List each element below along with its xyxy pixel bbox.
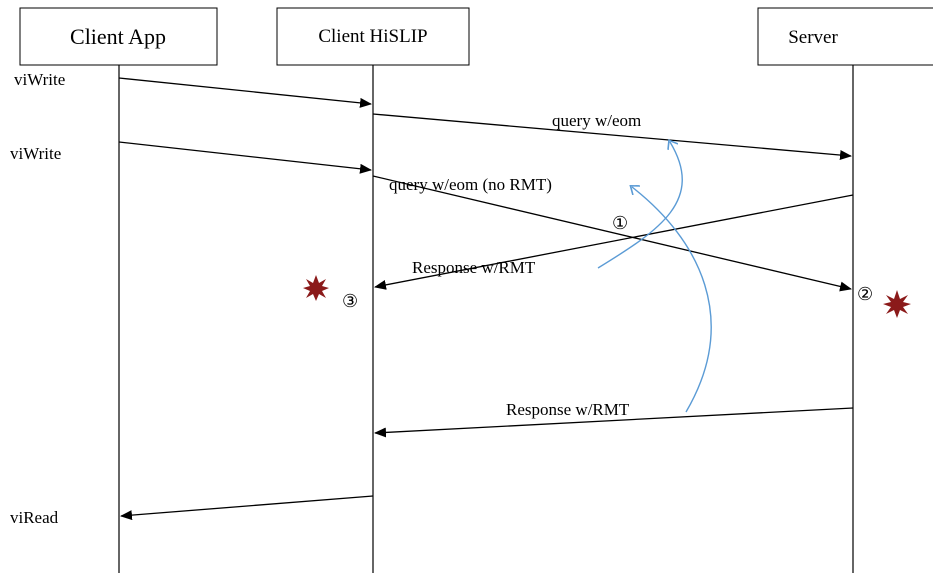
server-label: Server [788, 27, 838, 48]
arrow-viread [120, 495, 374, 521]
marker-2: ② [857, 284, 873, 304]
annotation-curve-1 [597, 142, 683, 269]
burst-icon-left [303, 275, 329, 301]
marker-3: ③ [342, 291, 358, 311]
viread-label: viRead [10, 508, 59, 527]
participant-client-app: Client App [19, 7, 218, 66]
response-rmt-2-label: Response w/RMT [506, 400, 630, 419]
arrow-response-rmt-2 [374, 407, 854, 438]
annotation-curve-2 [632, 187, 712, 413]
arrow-viwrite-1 [118, 77, 372, 108]
client-app-label: Client App [70, 24, 166, 49]
arrow-viwrite-2 [118, 141, 372, 174]
viwrite-2-label: viWrite [10, 144, 61, 163]
participant-server: Server [757, 7, 933, 66]
query-eom-normt-label: query w/eom (no RMT) [389, 175, 552, 194]
burst-icon-right [883, 290, 911, 318]
response-rmt-1-label: Response w/RMT [412, 258, 536, 277]
viwrite-1-label: viWrite [14, 70, 65, 89]
arrow-response-rmt-1 [374, 194, 854, 290]
arrow-query-eom-normt [372, 175, 852, 292]
client-hislip-label: Client HiSLIP [318, 26, 427, 47]
query-eom-label: query w/eom [552, 111, 641, 130]
arrow-query-eom [372, 113, 852, 161]
marker-1: ① [612, 213, 628, 233]
participant-client-hislip: Client HiSLIP [276, 7, 470, 66]
